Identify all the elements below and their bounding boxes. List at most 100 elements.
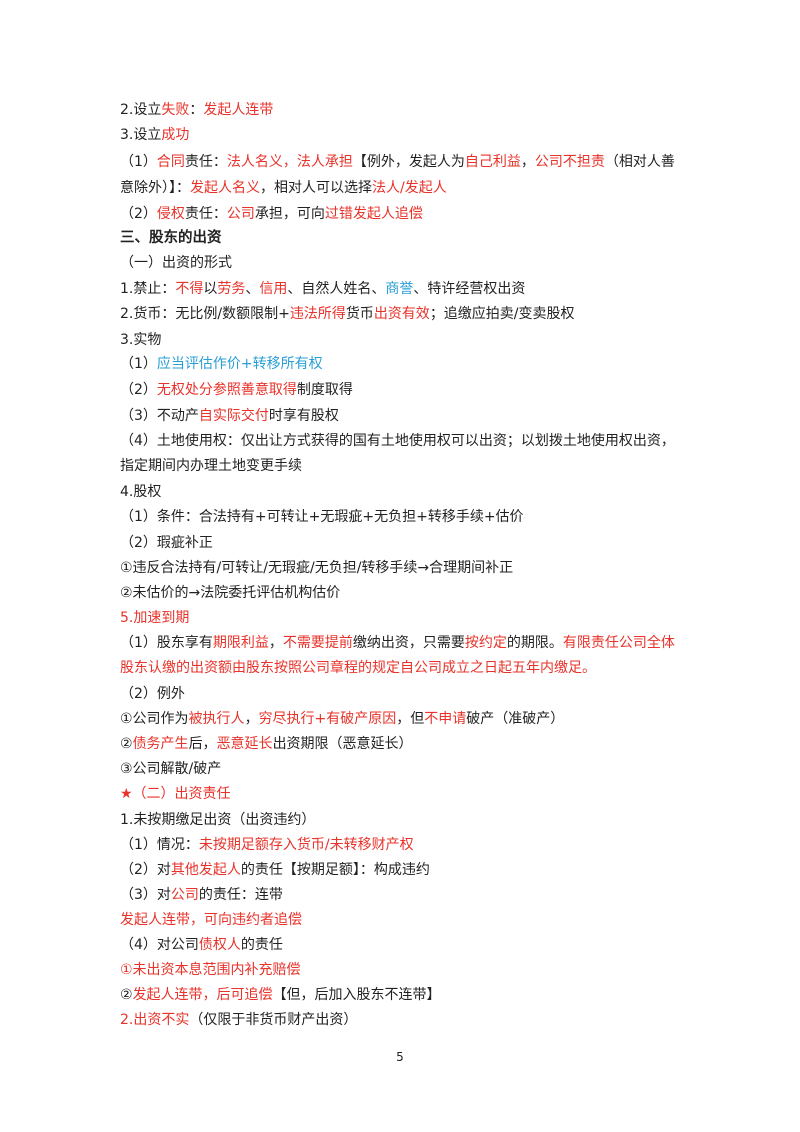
text-segment: （一）出资的形式	[120, 255, 232, 271]
text-segment: ，	[520, 154, 535, 170]
text-line: ②债务产生后，恶意延长出资期限（恶意延长）	[120, 734, 700, 754]
text-segment: 、	[245, 281, 260, 297]
highlighted-text: 过错发起人追偿	[324, 206, 423, 222]
text-segment: 的期限。	[506, 635, 563, 651]
text-segment: 指定期间内办理土地变更手续	[120, 458, 302, 474]
highlighted-text: 法人/发起人	[372, 180, 447, 196]
text-segment: 缴纳出资，只需要	[352, 635, 465, 651]
text-segment: 的责任【按期足额】：构成违约	[240, 862, 430, 878]
highlighted-text: 成功	[161, 127, 190, 143]
text-segment: 责任：	[184, 206, 227, 222]
text-segment: 、自然人姓名、	[287, 281, 386, 297]
text-line: 发起人连带，可向违约者追偿	[120, 910, 700, 930]
highlighted-text: 穷尽执行+有破产原因	[258, 711, 397, 727]
highlighted-text: 自实际交付	[198, 408, 269, 424]
highlighted-text: 发起人连带，后可追偿	[132, 987, 273, 1003]
text-line: （2）瑕疵补正	[120, 533, 700, 553]
text-line: （3）对公司的责任：连带	[120, 885, 700, 905]
text-segment: 三、股东的出资	[120, 230, 222, 246]
text-line: （1）条件：合法持有+可转让+无瑕疵+无负担+转移手续+估价	[120, 507, 700, 527]
highlighted-text: 股东认缴的出资额由股东按照公司章程的规定自公司成立之日起五年内缴足。	[120, 660, 596, 676]
text-segment: 后，	[188, 736, 217, 752]
text-segment: （1）条件：合法持有+可转让+无瑕疵+无负担+转移手续+估价	[120, 509, 524, 525]
text-segment: ，	[268, 635, 283, 651]
text-segment: （1）股东享有	[120, 635, 213, 651]
highlighted-text: 失败	[161, 102, 190, 118]
page-number: 5	[396, 1050, 404, 1064]
text-segment: 出资期限（恶意延长）	[272, 736, 413, 752]
text-line: （4）对公司债权人的责任	[120, 935, 700, 955]
highlighted-text: 不得	[175, 281, 204, 297]
highlighted-text: 公司	[226, 206, 255, 222]
highlighted-text: ★（二）出资责任	[120, 786, 231, 802]
text-segment: （4）土地使用权：仅出让方式获得的国有土地使用权可以出资；以划拨土地使用权出资，	[120, 433, 675, 449]
text-line: （4）土地使用权：仅出让方式获得的国有土地使用权可以出资；以划拨土地使用权出资，	[120, 431, 700, 451]
text-line: 2.设立失败：发起人连带	[120, 100, 700, 120]
section-heading: 三、股东的出资	[120, 228, 700, 248]
highlighted-text: 被执行人	[188, 711, 245, 727]
text-segment: 【但，后加入股东不连带】	[272, 987, 441, 1003]
highlighted-text: ①未出资本息范围内补充赔偿	[120, 962, 301, 978]
highlighted-text: 恶意延长	[216, 736, 273, 752]
text-segment: （4）对公司	[120, 937, 199, 953]
text-line: ①违反合法持有/可转让/无瑕疵/无负担/转移手续→合理期间补正	[120, 558, 700, 578]
highlighted-text: 合同	[156, 154, 185, 170]
text-segment: 1.未按期缴足出资（出资违约）	[120, 812, 316, 828]
text-line: 5.加速到期	[120, 608, 700, 628]
highlighted-text: 劳务	[217, 281, 246, 297]
text-line: ③公司解散/破产	[120, 759, 700, 779]
text-line: （2）例外	[120, 684, 700, 704]
text-line: （1）股东享有期限利益，不需要提前缴纳出资，只需要按约定的期限。有限责任公司全体	[120, 633, 700, 653]
text-segment: 意除外）】：	[120, 180, 190, 196]
text-segment: 【例外，发起人为	[352, 154, 465, 170]
text-line: 1.未按期缴足出资（出资违约）	[120, 810, 700, 830]
text-segment: ；追缴应拍卖/变卖股权	[429, 306, 575, 322]
text-segment: ，	[244, 711, 259, 727]
text-line: ①公司作为被执行人，穷尽执行+有破产原因，但不申请破产（准破产）	[120, 709, 700, 729]
text-line: 意除外）】：发起人名义，相对人可以选择法人/发起人	[120, 178, 700, 198]
text-segment: 、特许经营权出资	[413, 281, 526, 297]
highlighted-text: 未按期足额存入货币/未转移财产权	[198, 837, 414, 853]
text-segment: ①公司作为	[120, 711, 189, 727]
highlighted-text: 公司	[170, 887, 199, 903]
text-segment: 3.设立	[120, 127, 162, 143]
text-segment: （相对人善	[604, 154, 675, 170]
text-segment: 责任：	[184, 154, 227, 170]
text-segment: 2.货币：无比例/数额限制+	[120, 306, 290, 322]
text-segment: （3）不动产	[120, 408, 199, 424]
highlighted-text: 有限责任公司全体	[562, 635, 675, 651]
highlighted-text: 发起人名义	[190, 180, 260, 196]
text-line: （3）不动产自实际交付时享有股权	[120, 406, 700, 426]
highlighted-text: 期限利益	[212, 635, 269, 651]
text-segment: （1）	[120, 154, 157, 170]
text-line: ①未出资本息范围内补充赔偿	[120, 960, 700, 980]
text-line: ②发起人连带，后可追偿【但，后加入股东不连带】	[120, 985, 700, 1005]
text-segment: 破产（准破产）	[466, 711, 565, 727]
highlighted-text: 出资有效	[373, 306, 430, 322]
text-segment: ②	[120, 736, 133, 752]
highlighted-text: 公司不担责	[534, 154, 605, 170]
text-line: ★（二）出资责任	[120, 784, 700, 804]
text-line: （1）情况：未按期足额存入货币/未转移财产权	[120, 835, 700, 855]
text-segment: 制度取得	[296, 382, 353, 398]
text-segment: ③公司解散/破产	[120, 761, 222, 777]
text-line: ②未估价的→法院委托评估机构估价	[120, 583, 700, 603]
text-line: （1）应当评估作价+转移所有权	[120, 354, 700, 374]
text-segment: 以	[203, 281, 218, 297]
text-segment: 时享有股权	[268, 408, 339, 424]
highlighted-text: 侵权	[156, 206, 185, 222]
text-line: 2.货币：无比例/数额限制+违法所得货币出资有效；追缴应拍卖/变卖股权	[120, 304, 700, 324]
text-line: （一）出资的形式	[120, 253, 700, 273]
text-line: 3.实物	[120, 330, 700, 350]
highlighted-text: 违法所得	[289, 306, 346, 322]
highlighted-text: 债权人	[198, 937, 241, 953]
text-segment: ②未估价的→法院委托评估机构估价	[120, 585, 341, 601]
text-segment: ，相对人可以选择	[260, 180, 372, 196]
text-segment: ：	[189, 102, 204, 118]
highlighted-text: 2.出资不实	[120, 1012, 190, 1028]
highlighted-text: 无权处分参照善意取得	[156, 382, 297, 398]
highlighted-text: 法人名义，法人承担	[226, 154, 353, 170]
highlighted-text: 5.加速到期	[120, 610, 190, 626]
text-segment: （2）例外	[120, 686, 185, 702]
text-segment: ②	[120, 987, 133, 1003]
